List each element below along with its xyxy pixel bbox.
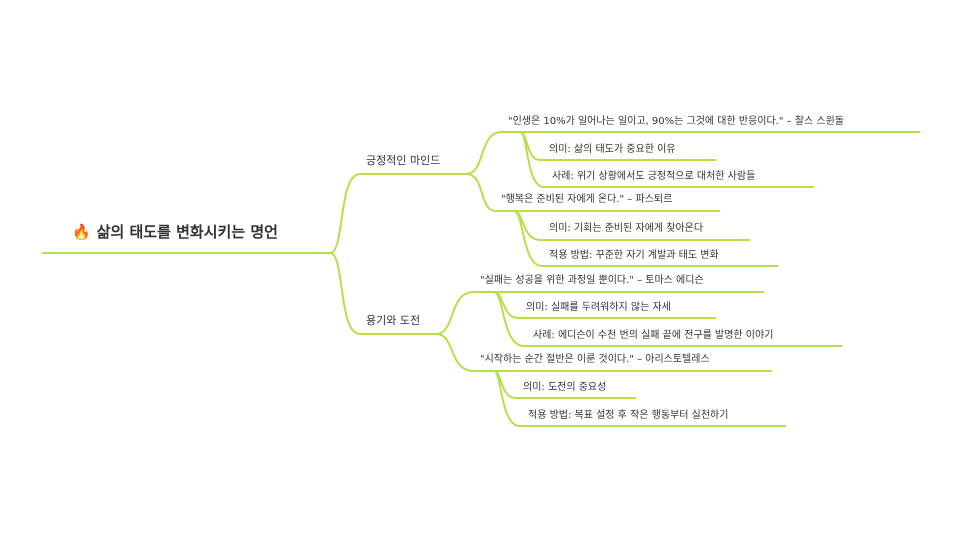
quote-1-1[interactable]: "인생은 10%가 일어나는 일이고, 90%는 그것에 대한 반응이다." –… [508, 116, 844, 127]
edge-root-branch-1 [329, 173, 361, 254]
branch-2-label[interactable]: 용기와 도전 [366, 314, 421, 327]
root-title: 삶의 태도를 변화시키는 명언 [96, 223, 278, 241]
edge-quote-1-2-detail-2 [513, 210, 543, 267]
edge-branch-1-quote-2 [465, 173, 497, 212]
edge-branch-2-quote-1 [435, 291, 475, 335]
quote-2-2[interactable]: "시작하는 순간 절반은 이룬 것이다." – 아리스토텔레스 [480, 354, 710, 365]
root-node[interactable]: 🔥 삶의 태도를 변화시키는 명언 [72, 222, 278, 242]
detail-1-1-2[interactable]: 사례: 위기 상황에서도 긍정적으로 대처한 사람들 [552, 171, 756, 182]
detail-2-2-1[interactable]: 의미: 도전의 중요성 [523, 382, 607, 393]
detail-1-2-1[interactable]: 의미: 기회는 준비된 자에게 찾아온다 [549, 223, 704, 234]
edge-quote-2-2-detail-2 [493, 370, 521, 427]
detail-2-2-2[interactable]: 적용 방법: 목표 설정 후 작은 행동부터 실천하기 [528, 410, 729, 421]
detail-1-1-1[interactable]: 의미: 삶의 태도가 중요한 이유 [549, 144, 676, 155]
branch-1-label[interactable]: 긍정적인 마인드 [366, 154, 441, 167]
edge-branch-1-quote-1 [465, 131, 503, 175]
fire-icon: 🔥 [72, 223, 91, 241]
quote-2-1[interactable]: "실패는 성공을 위한 과정일 뿐이다." – 토마스 에디슨 [480, 275, 704, 286]
detail-1-2-2[interactable]: 적용 방법: 꾸준한 자기 계발과 태도 변화 [549, 250, 719, 261]
edge-root-branch-2 [329, 252, 361, 335]
edge-quote-1-1-detail-2 [519, 131, 545, 188]
detail-2-1-2[interactable]: 사례: 에디슨이 수천 번의 실패 끝에 전구를 발명한 이야기 [533, 330, 774, 341]
edge-branch-2-quote-2 [435, 333, 475, 372]
detail-2-1-1[interactable]: 의미: 실패를 두려워하지 않는 자세 [526, 302, 671, 313]
quote-1-2[interactable]: "행복은 준비된 자에게 온다." – 파스퇴르 [501, 194, 673, 205]
edge-quote-2-1-detail-2 [493, 291, 525, 347]
